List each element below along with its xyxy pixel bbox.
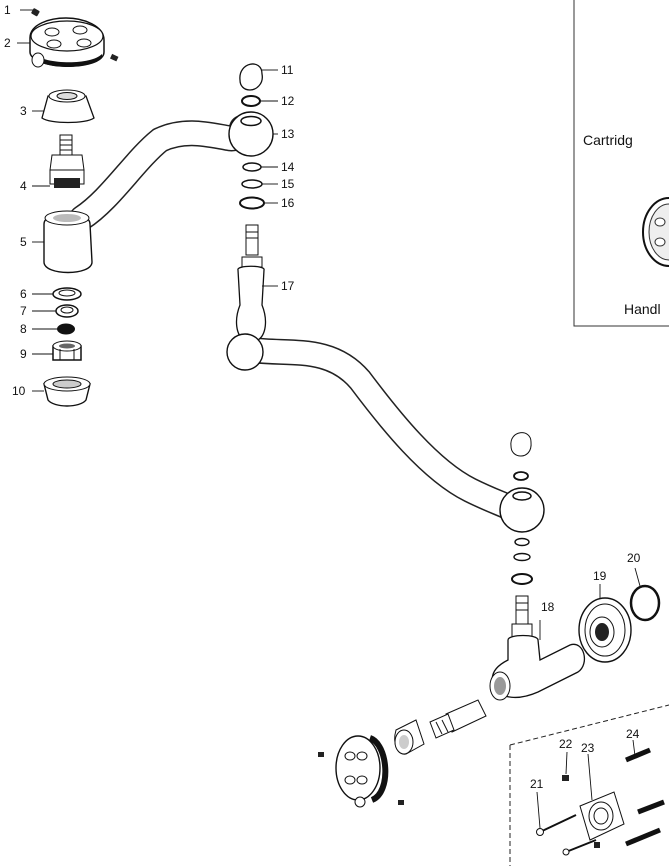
inset-handle-label: Handl bbox=[624, 301, 661, 317]
callout-3: 3 bbox=[20, 104, 27, 118]
part-8-washer bbox=[57, 323, 75, 335]
part-1-set-screw bbox=[31, 8, 40, 17]
lower-handle bbox=[318, 735, 404, 808]
callout-12: 12 bbox=[281, 94, 295, 108]
part-15-o-ring bbox=[241, 179, 263, 189]
callout-1: 1 bbox=[4, 3, 11, 17]
lower-cone-cap bbox=[394, 719, 425, 755]
part-7-ring bbox=[55, 304, 79, 318]
callout-7: 7 bbox=[20, 304, 27, 318]
part-18-elbow-body bbox=[489, 634, 586, 701]
part-10-base-nut bbox=[43, 376, 91, 407]
part-5-valve-body bbox=[43, 210, 93, 274]
callout-9: 9 bbox=[20, 347, 27, 361]
callout-5: 5 bbox=[20, 235, 27, 249]
inset-handle-icon bbox=[642, 197, 669, 267]
upper-spout-tube bbox=[69, 115, 255, 231]
callout-15: 15 bbox=[281, 177, 295, 191]
leader-lines bbox=[17, 9, 641, 829]
part-4-cartridge bbox=[49, 134, 85, 188]
lower-cartridge bbox=[429, 699, 487, 739]
mounting-panel bbox=[509, 704, 669, 866]
part-16-ring bbox=[239, 196, 265, 210]
callout-19: 19 bbox=[593, 569, 607, 583]
callout-23: 23 bbox=[581, 741, 595, 755]
callout-11: 11 bbox=[281, 63, 294, 77]
part-13-ball-joint bbox=[228, 111, 274, 157]
callout-10: 10 bbox=[12, 384, 26, 398]
part-24-wall-anchor bbox=[562, 747, 665, 856]
callout-16: 16 bbox=[281, 196, 295, 210]
callout-13: 13 bbox=[281, 127, 295, 141]
inset-panel: Cartridg Handl bbox=[573, 0, 669, 327]
part-11-finial-cap bbox=[239, 63, 263, 91]
right-ball-joint bbox=[499, 487, 545, 585]
lower-spout-tube bbox=[239, 337, 528, 523]
callout-21: 21 bbox=[530, 777, 544, 791]
right-finial-cap bbox=[510, 432, 532, 481]
callout-22: 22 bbox=[559, 737, 573, 751]
callout-numbers: 1 2 3 4 5 6 7 8 9 10 11 12 13 14 15 16 1… bbox=[4, 3, 641, 791]
callout-18: 18 bbox=[541, 600, 555, 614]
part-12-washer bbox=[241, 95, 261, 107]
callout-2: 2 bbox=[4, 36, 11, 50]
callout-20: 20 bbox=[627, 551, 641, 565]
callout-4: 4 bbox=[20, 179, 27, 193]
callout-17: 17 bbox=[281, 279, 295, 293]
inset-cartridge-label: Cartridg bbox=[583, 132, 633, 148]
callout-14: 14 bbox=[281, 160, 295, 174]
callout-8: 8 bbox=[20, 322, 27, 336]
part-22-set-screw bbox=[562, 775, 569, 781]
part-20-o-ring bbox=[629, 584, 661, 622]
part-9-nut bbox=[52, 340, 82, 361]
part-3-cone-cap bbox=[41, 89, 95, 124]
right-stem bbox=[511, 595, 533, 639]
part-19-flange bbox=[578, 597, 632, 663]
callout-6: 6 bbox=[20, 287, 27, 301]
part-17-column bbox=[226, 224, 267, 371]
part-6-ring bbox=[52, 287, 82, 301]
part-14-o-ring bbox=[242, 162, 262, 172]
callout-24: 24 bbox=[626, 727, 640, 741]
part-23-mounting-plate bbox=[579, 791, 625, 841]
part-21-screw bbox=[536, 814, 577, 836]
part-2-handle bbox=[29, 17, 119, 68]
